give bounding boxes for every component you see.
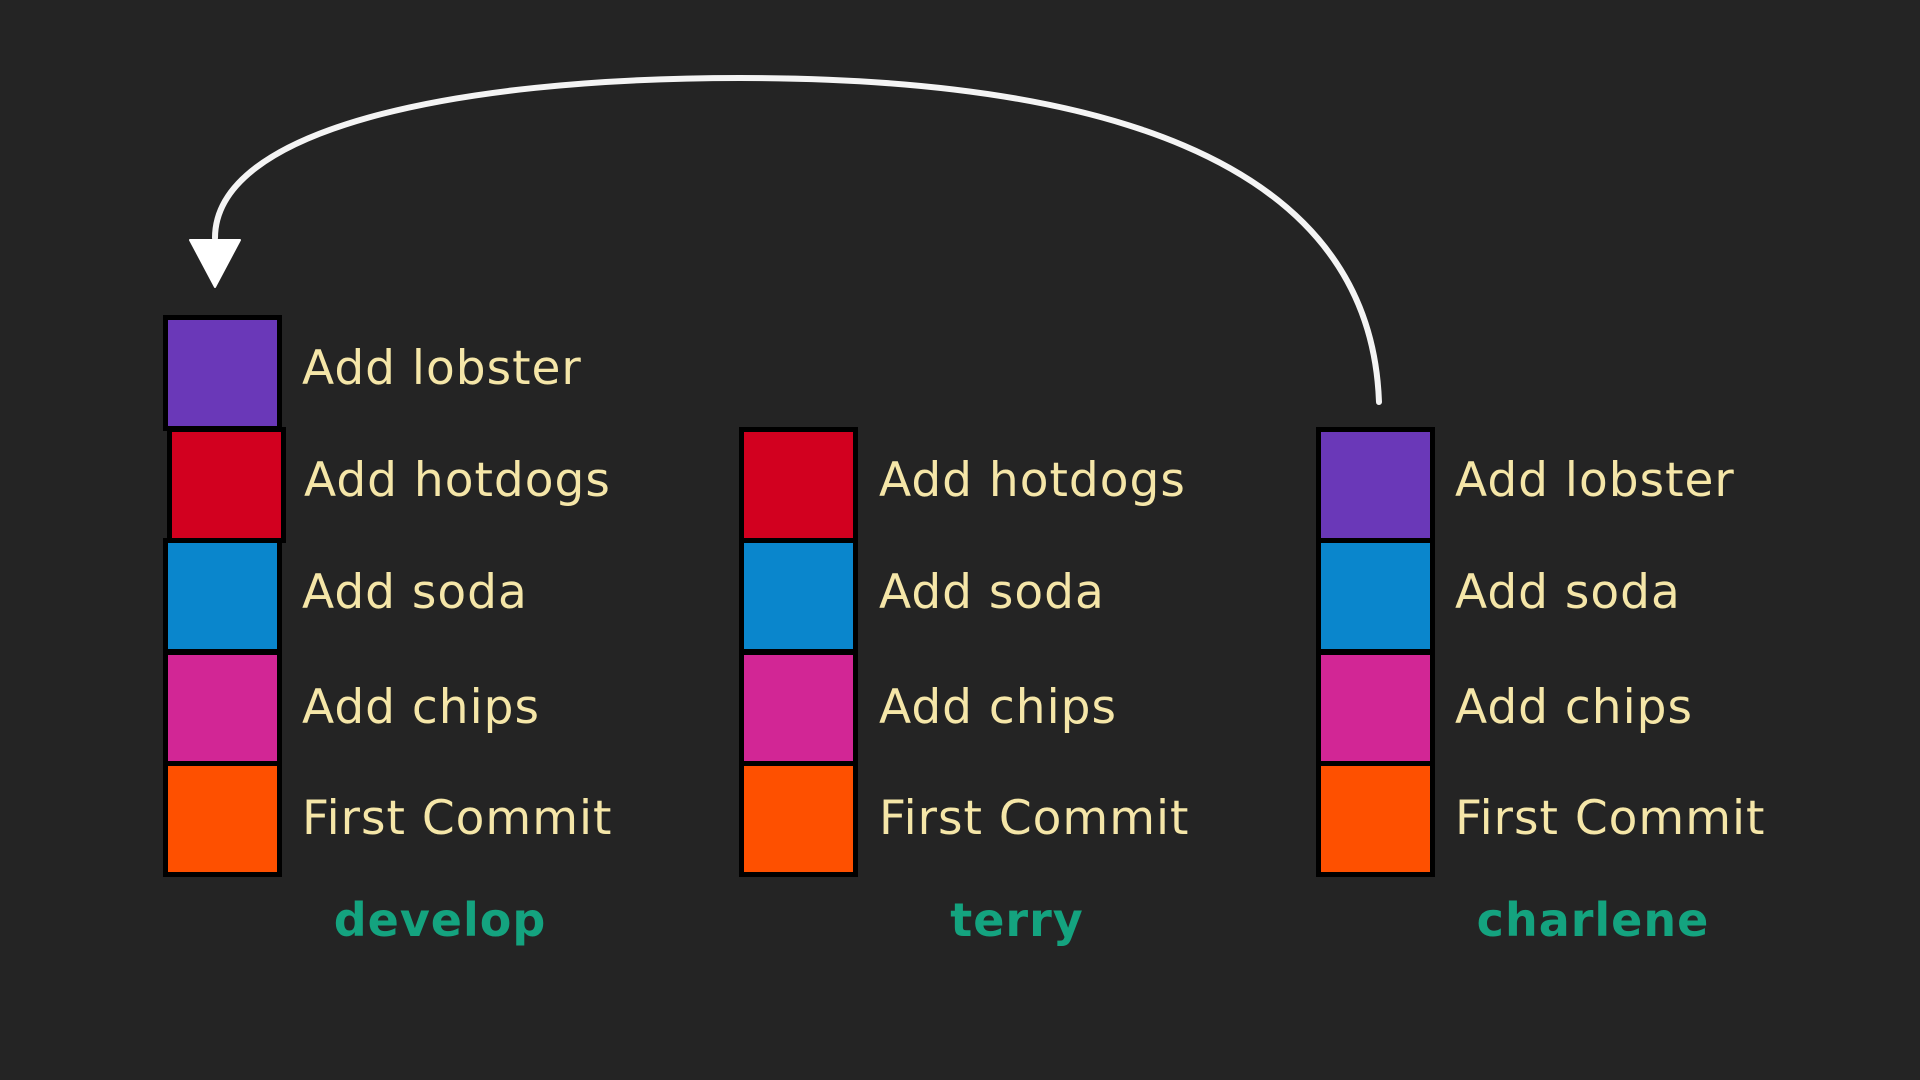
terry-commit-2-message: Add soda (879, 565, 1105, 620)
develop-commit-1-message: Add lobster (302, 341, 582, 396)
charlene-commit-2-message: Add soda (1455, 565, 1681, 620)
terry-commit-3-block (739, 650, 858, 766)
arrow-head-icon (189, 239, 241, 288)
terry-commit-3-message: Add chips (879, 680, 1117, 735)
charlene-commit-3-message: Add chips (1455, 680, 1693, 735)
develop-commit-3-block (163, 538, 282, 654)
branch-label-develop: develop (333, 893, 547, 947)
develop-commit-1-block (163, 315, 282, 431)
terry-commit-1-message: Add hotdogs (879, 453, 1186, 508)
terry-commit-1-block (739, 427, 858, 543)
develop-commit-5-block (163, 761, 282, 877)
branch-label-terry: terry (950, 893, 1084, 947)
charlene-commit-1-block (1316, 427, 1435, 543)
terry-commit-2-block (739, 538, 858, 654)
develop-commit-2-block (167, 427, 286, 543)
arrow-curve (212, 74, 1382, 405)
develop-commit-2-message: Add hotdogs (304, 453, 611, 508)
charlene-commit-4-block (1316, 761, 1435, 877)
develop-commit-4-block (163, 650, 282, 766)
charlene-commit-1-message: Add lobster (1455, 453, 1735, 508)
develop-commit-4-message: Add chips (302, 680, 540, 735)
charlene-commit-3-block (1316, 650, 1435, 766)
develop-commit-5-message: First Commit (302, 791, 613, 846)
branch-label-charlene: charlene (1476, 893, 1710, 947)
terry-commit-4-message: First Commit (879, 791, 1190, 846)
develop-commit-3-message: Add soda (302, 565, 528, 620)
charlene-commit-2-block (1316, 538, 1435, 654)
terry-commit-4-block (739, 761, 858, 877)
charlene-commit-4-message: First Commit (1455, 791, 1766, 846)
